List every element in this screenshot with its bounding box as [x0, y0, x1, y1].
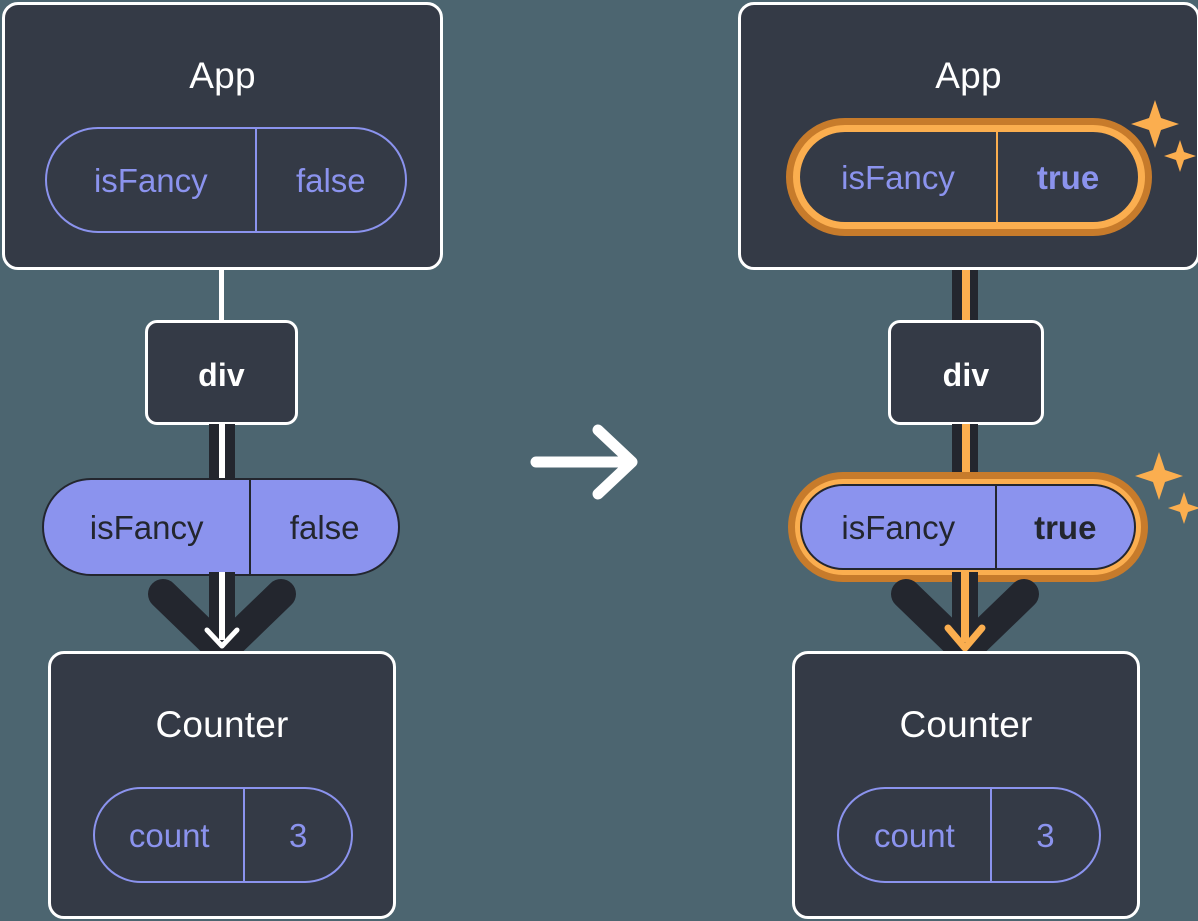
counter-node-right: Counter count 3 [792, 651, 1140, 919]
app-state-highlight-ring-right: isFancy true [786, 118, 1152, 236]
div-title-right: div [942, 357, 990, 393]
sparkles-icon-app-right [1131, 100, 1196, 172]
app-state-key-left: isFancy [93, 161, 208, 199]
connector-app-to-div-left [219, 268, 224, 323]
app-state-key-right: isFancy [841, 158, 955, 196]
counter-state-pill-left: count 3 [93, 787, 353, 883]
prop-highlight-ring-right: isFancy true [788, 472, 1148, 582]
transition-arrow-right-icon [530, 424, 638, 500]
div-node-right: div [888, 320, 1044, 425]
prop-pill-right: isFancy true [800, 484, 1136, 570]
counter-state-value-left: 3 [243, 789, 351, 881]
app-state-value-left: false [254, 129, 405, 231]
counter-state-key-right: count [874, 816, 955, 854]
counter-title-left: Counter [155, 704, 289, 745]
prop-value-right: true [994, 486, 1134, 568]
app-title-right: App [935, 55, 1002, 96]
counter-title-right: Counter [899, 704, 1033, 745]
counter-state-pill-right: count 3 [837, 787, 1101, 883]
prop-pill-left: isFancy false [42, 478, 400, 576]
app-node-left: App isFancy false [2, 2, 443, 270]
app-state-pill-left: isFancy false [45, 127, 407, 233]
prop-key-left: isFancy [89, 508, 204, 546]
counter-state-key-left: count [128, 816, 210, 854]
app-state-pill-right: isFancy true [798, 130, 1140, 224]
app-state-value-right: true [996, 132, 1138, 222]
div-title-left: div [198, 357, 245, 393]
counter-node-left: Counter count 3 [48, 651, 396, 919]
sparkles-icon-prop-right [1135, 452, 1198, 524]
prop-value-left: false [249, 480, 398, 574]
counter-state-value-right: 3 [989, 789, 1099, 881]
connector-core-div-to-prop-right [962, 424, 970, 496]
div-node-left: div [145, 320, 298, 425]
app-title-left: App [189, 55, 256, 96]
connector-core-app-to-div-right [962, 236, 970, 326]
prop-key-right: isFancy [841, 508, 956, 546]
connector-core-div-to-prop-left [219, 424, 225, 492]
